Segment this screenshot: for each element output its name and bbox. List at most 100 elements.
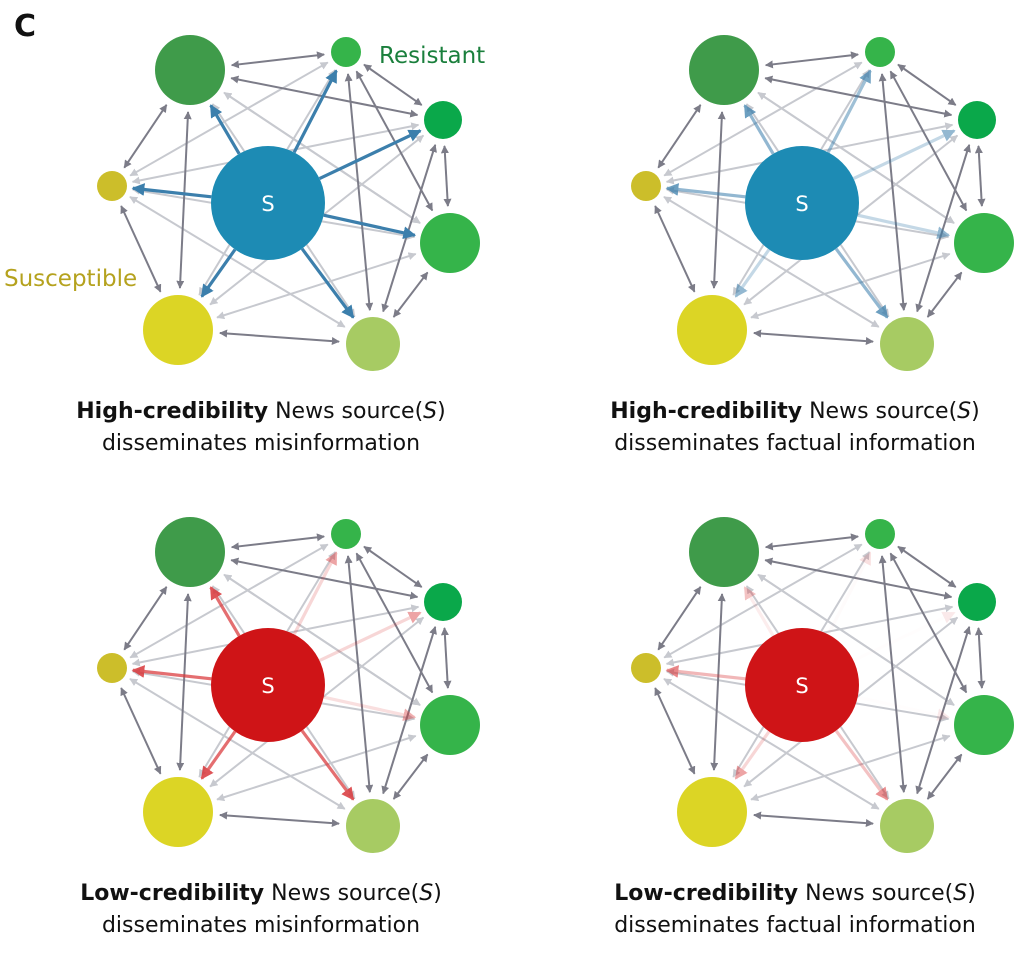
caption-line-2: disseminates factual information (614, 913, 976, 938)
caption-credibility: High-credibility (610, 399, 802, 424)
caption-news-source: News source( (802, 399, 957, 424)
light-green-node (346, 799, 400, 853)
peer-edge (219, 329, 340, 346)
caption-news-source: News source( (798, 881, 953, 906)
light-green-node (880, 799, 934, 853)
caption-close-paren: ) (967, 881, 976, 906)
peer-edge (710, 111, 726, 289)
source-arrow-to-big-green-node (323, 695, 417, 722)
dark-green-node (689, 35, 759, 105)
peer-edge (176, 593, 192, 771)
peer-edge (657, 104, 702, 169)
peer-edge (654, 687, 696, 775)
source-arrow-to-small-olive-node (131, 183, 212, 199)
source-arrow-to-small-green-node (292, 69, 338, 154)
caption-close-paren: ) (971, 399, 980, 424)
caption-source-symbol: S (423, 399, 437, 424)
peer-edge (120, 687, 162, 775)
source-arrow-to-deep-green-node (318, 611, 422, 663)
peer-edge (889, 70, 968, 212)
caption-line-1: High-credibility News source(S) (76, 399, 445, 424)
small-olive-node (97, 171, 127, 201)
deep-green-node (958, 101, 996, 139)
source-arrow-to-big-green-node (857, 213, 951, 240)
peer-edge-light (129, 678, 346, 810)
caption-line-2: disseminates misinformation (102, 913, 420, 938)
source-arrow-to-deep-green-node (941, 611, 956, 624)
big-green-node (954, 213, 1014, 273)
caption-credibility: Low-credibility (614, 881, 798, 906)
peer-edge (654, 205, 696, 293)
peer-edge (926, 271, 963, 318)
peer-edge (974, 145, 986, 207)
big-yellow-node (143, 777, 213, 847)
caption-credibility: Low-credibility (80, 881, 264, 906)
peer-edge (440, 145, 452, 207)
source-arrow-to-small-green-node (826, 69, 872, 154)
light-green-node (880, 317, 934, 371)
caption-credibility: High-credibility (76, 399, 268, 424)
source-arrow-to-small-green-node (292, 551, 338, 636)
news-source-node (211, 628, 325, 742)
source-arrow-to-small-olive-node (665, 665, 746, 681)
caption-line-1: Low-credibility News source(S) (80, 881, 442, 906)
panel-letter: C (14, 9, 36, 44)
peer-edge (230, 533, 325, 551)
peer-edge (176, 111, 192, 289)
peer-edge (219, 811, 340, 828)
caption-line-1: Low-credibility News source(S) (614, 881, 976, 906)
news-source-label: S (795, 674, 808, 698)
peer-edge (764, 51, 859, 69)
small-green-node (865, 37, 895, 67)
peer-edge-light (750, 252, 951, 320)
peer-edge-light (216, 734, 417, 802)
peer-edge (440, 627, 452, 689)
panel-low-misinfo: S Low-credibility News source(S) dissemina… (80, 517, 480, 938)
source-arrow-to-big-yellow-node (734, 730, 771, 780)
caption-line-2: disseminates factual information (614, 431, 976, 456)
caption-news-source: News source( (264, 881, 419, 906)
source-arrow-to-deep-green-node (852, 129, 956, 181)
source-arrow-to-light-green-node (834, 247, 889, 319)
small-olive-node (631, 653, 661, 683)
peer-edge (926, 753, 963, 800)
light-green-node (346, 317, 400, 371)
peer-edge (392, 753, 429, 800)
big-yellow-node (677, 295, 747, 365)
small-olive-node (631, 171, 661, 201)
caption-source-symbol: S (953, 881, 967, 906)
small-olive-node (97, 653, 127, 683)
dark-green-node (155, 35, 225, 105)
news-source-label: S (261, 674, 274, 698)
small-green-node (331, 519, 361, 549)
source-arrow-to-small-olive-node (131, 665, 212, 681)
source-arrow-to-dark-green-node (209, 104, 241, 155)
peer-edge (355, 552, 434, 694)
source-arrow-to-dark-green-node (209, 586, 241, 637)
small-green-node (331, 37, 361, 67)
susceptible-label: Susceptible (4, 266, 137, 292)
caption-source-symbol: S (957, 399, 971, 424)
source-arrow-to-big-yellow-node (200, 730, 237, 780)
source-arrow-to-dark-green-node (743, 586, 775, 637)
news-source-node (745, 628, 859, 742)
deep-green-node (424, 101, 462, 139)
source-arrow-to-light-green-node (300, 247, 355, 319)
peer-edge-light (129, 196, 346, 328)
peer-edge (753, 329, 874, 346)
peer-edge (230, 51, 325, 69)
source-arrow-to-dark-green-node (743, 104, 775, 155)
source-arrow-to-light-green-node (834, 729, 889, 801)
news-source-label: S (261, 192, 274, 216)
big-green-node (954, 695, 1014, 755)
deep-green-node (958, 583, 996, 621)
source-arrow-to-small-green-node (859, 551, 871, 566)
peer-edge (392, 271, 429, 318)
news-source-node (211, 146, 325, 260)
peer-edge (120, 205, 162, 293)
peer-edge-light (216, 252, 417, 320)
peer-edge (889, 552, 968, 694)
peer-edge (355, 70, 434, 212)
